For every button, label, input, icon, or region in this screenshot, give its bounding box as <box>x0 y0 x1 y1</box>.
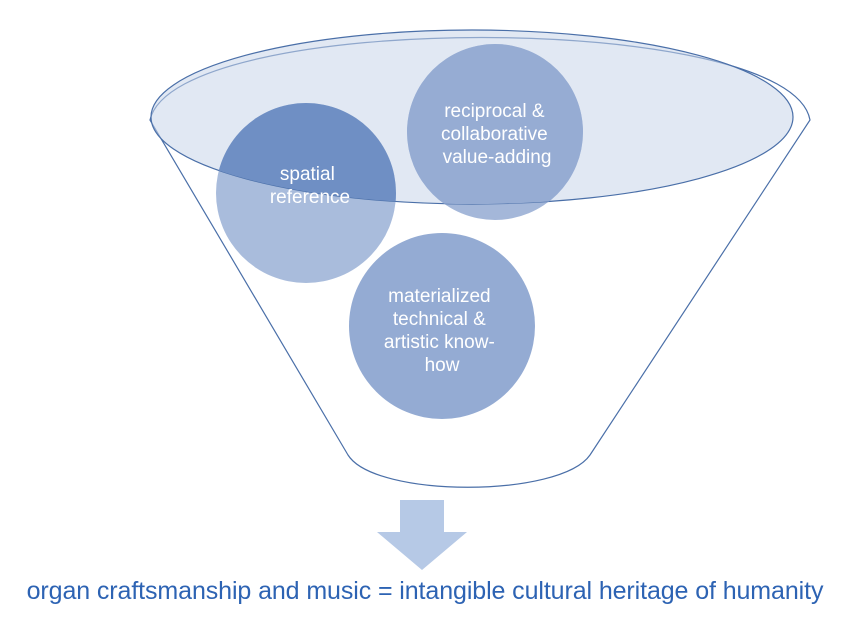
label-line: technical & <box>393 309 486 330</box>
label-reciprocal-value-adding: reciprocal & collaborative value-adding <box>441 101 553 168</box>
label-materialized-know-how: materialized technical & artistic know- … <box>384 286 500 376</box>
label-line: spatial <box>280 164 335 185</box>
label-line: artistic know- <box>384 332 495 353</box>
label-line: reciprocal & <box>444 101 545 122</box>
down-arrow-icon <box>377 500 467 570</box>
label-line: collaborative <box>441 124 548 145</box>
label-line: materialized <box>388 286 490 307</box>
caption-text: organ craftsmanship and music = intangib… <box>26 577 824 605</box>
label-line: value-adding <box>443 147 552 168</box>
label-line: reference <box>270 187 350 208</box>
bubble-materialized-know-how <box>349 233 535 419</box>
label-spatial-reference: spatial reference <box>270 164 350 208</box>
label-line: how <box>425 355 460 376</box>
